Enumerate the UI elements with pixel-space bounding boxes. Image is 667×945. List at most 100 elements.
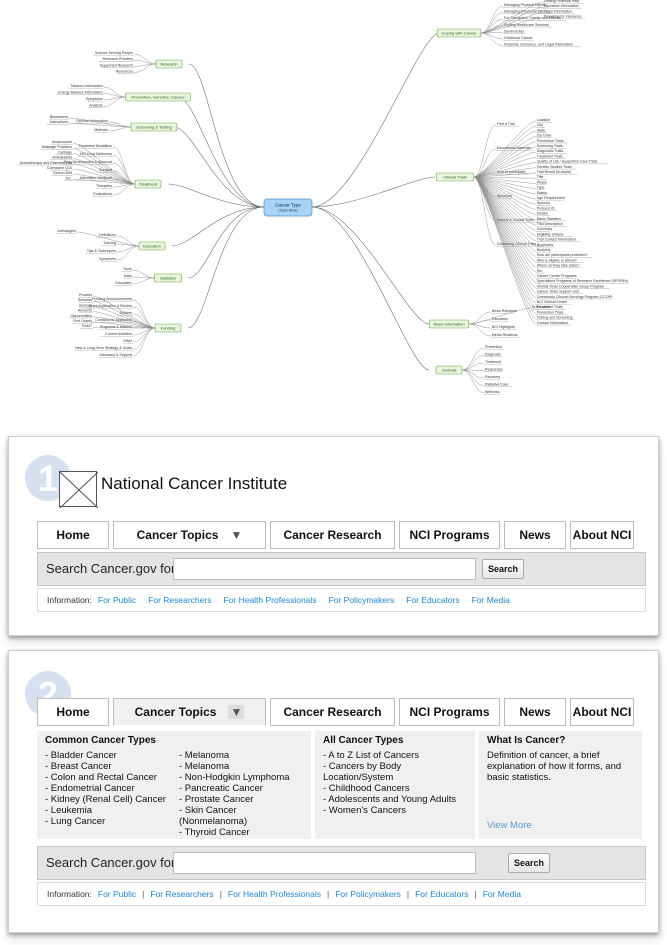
cancer-link-leukemia[interactable]: - Leukemia bbox=[45, 805, 92, 816]
svg-text:Tobacco Information: Tobacco Information bbox=[70, 84, 102, 88]
node-research: Research bbox=[155, 59, 183, 69]
svg-text:Science Serving People: Science Serving People bbox=[95, 51, 133, 55]
svg-text:Aromatherapy and Essential Oil: Aromatherapy and Essential Oils bbox=[20, 161, 73, 165]
link-for-policymakers[interactable]: For Policymakers bbox=[335, 889, 401, 899]
svg-text:Getting Financial Help: Getting Financial Help bbox=[544, 0, 579, 3]
svg-text:Find a Trial: Find a Trial bbox=[497, 122, 515, 126]
link-for-public[interactable]: For Public bbox=[97, 889, 137, 899]
cancer-link-melanoma-2[interactable]: - Melanoma bbox=[179, 761, 230, 772]
info-label: Information: bbox=[47, 889, 92, 899]
common-cancer-list-2: - Melanoma - Melanoma - Non-Hodgkin Lymp… bbox=[179, 750, 303, 838]
link-for-media[interactable]: For Media bbox=[471, 595, 510, 605]
edge-treatment bbox=[167, 183, 265, 208]
svg-text:Tools?: Tools? bbox=[82, 324, 92, 328]
link-for-policymakers[interactable]: For Policymakers bbox=[328, 595, 395, 605]
svg-text:Sponsors: Sponsors bbox=[497, 194, 512, 198]
svg-text:Basic Statistics: Basic Statistics bbox=[537, 217, 561, 221]
logo-placeholder bbox=[59, 471, 99, 509]
svg-text:Community Clinical Oncology Pr: Community Clinical Oncology Program (CCO… bbox=[537, 295, 613, 299]
nav-home[interactable]: Home bbox=[37, 521, 109, 549]
nav-nci-programs-label: NCI Programs bbox=[409, 528, 490, 542]
view-more-link[interactable]: View More bbox=[487, 820, 532, 831]
nav-home-label: Home bbox=[56, 528, 90, 542]
link-for-media[interactable]: For Media bbox=[482, 889, 521, 899]
svg-text:Childhood Cancer: Childhood Cancer bbox=[504, 36, 534, 40]
nav-cancer-research[interactable]: Cancer Research bbox=[270, 698, 395, 726]
search-input[interactable] bbox=[173, 852, 476, 874]
leaf-education-3: Symptoms bbox=[99, 245, 140, 262]
link-for-educators[interactable]: For Educators bbox=[406, 595, 460, 605]
separator: | bbox=[219, 889, 222, 899]
cancer-link-thyroid[interactable]: - Thyroid Cancer bbox=[179, 827, 250, 838]
link-womens-cancers[interactable]: - Women's Cancers bbox=[323, 805, 406, 816]
svg-text:Data: Data bbox=[124, 274, 132, 278]
svg-text:Biomarkers: Biomarkers bbox=[50, 115, 68, 119]
cancer-link-pancreatic[interactable]: - Pancreatic Cancer bbox=[179, 783, 263, 794]
svg-text:Training: Training bbox=[103, 241, 116, 245]
nav-news[interactable]: News bbox=[504, 521, 566, 549]
svg-text:Prevention: Prevention bbox=[485, 345, 502, 349]
svg-text:Gerson Diet: Gerson Diet bbox=[53, 171, 72, 175]
search-bar: Search Cancer.gov for: Search bbox=[37, 846, 646, 880]
nav-cancer-topics[interactable]: Cancer Topics▼ bbox=[113, 698, 266, 726]
what-is-cancer-column: What Is Cancer? Definition of cancer, a … bbox=[479, 731, 642, 839]
search-button[interactable]: Search bbox=[482, 559, 524, 579]
leaf-journals-3: Responses bbox=[461, 368, 503, 372]
cancer-link-bladder[interactable]: - Bladder Cancer bbox=[45, 750, 117, 761]
svg-text:Contacting Clinical Trials: Contacting Clinical Trials bbox=[497, 242, 537, 246]
svg-text:Preparing for Insurance: Preparing for Insurance bbox=[544, 15, 582, 19]
svg-text:Etc.: Etc. bbox=[66, 176, 72, 180]
center-node-subtitle: (Topic Area) bbox=[278, 209, 297, 213]
search-button[interactable]: Search bbox=[508, 853, 550, 873]
nav-cancer-research-label: Cancer Research bbox=[283, 705, 382, 719]
cancer-link-breast[interactable]: - Breast Cancer bbox=[45, 761, 112, 772]
nav-about-nci[interactable]: About NCI bbox=[570, 698, 634, 726]
link-for-public[interactable]: For Public bbox=[97, 595, 137, 605]
svg-text:Eligibility Criteria: Eligibility Criteria bbox=[537, 232, 564, 236]
svg-text:Grant Application & Review: Grant Application & Review bbox=[88, 304, 132, 308]
leaf-journals-6: Wellness bbox=[461, 369, 500, 395]
svg-text:Cancer Centre Programs: Cancer Centre Programs bbox=[537, 274, 577, 278]
cancer-link-endometrial[interactable]: - Endometrial Cancer bbox=[45, 783, 135, 794]
link-by-body-location[interactable]: - Cancers by Body Location/System bbox=[323, 761, 402, 783]
link-for-health-professionals[interactable]: For Health Professionals bbox=[227, 889, 321, 899]
nav-about-nci[interactable]: About NCI bbox=[570, 521, 634, 549]
nav-nci-programs[interactable]: NCI Programs bbox=[399, 521, 500, 549]
link-for-researchers[interactable]: For Researchers bbox=[150, 889, 214, 899]
edge-journals bbox=[311, 206, 430, 371]
link-childhood-cancers[interactable]: - Childhood Cancers bbox=[323, 783, 410, 794]
nav-cancer-research[interactable]: Cancer Research bbox=[270, 521, 395, 549]
cancer-link-skin[interactable]: - Skin Cancer (Nonmelanoma) bbox=[179, 805, 248, 827]
svg-text:Media Relations: Media Relations bbox=[492, 333, 518, 337]
link-adolescents-young-adults[interactable]: - Adolescents and Young Adults bbox=[323, 794, 457, 805]
cancer-link-non-hodgkin[interactable]: - Non-Hodgkin Lymphoma bbox=[179, 772, 290, 783]
cancer-link-lung[interactable]: - Lung Cancer bbox=[45, 816, 106, 827]
cancer-link-prostate[interactable]: - Prostate Cancer bbox=[179, 794, 254, 805]
link-a-to-z[interactable]: - A to Z List of Cancers bbox=[323, 750, 420, 761]
svg-text:Treatment Trials: Treatment Trials bbox=[537, 154, 563, 158]
wireframe-panel-2: 2 Home Cancer Topics▼ Cancer Research NC… bbox=[8, 650, 659, 933]
cancer-link-melanoma[interactable]: - Melanoma bbox=[179, 750, 230, 761]
nav-news[interactable]: News bbox=[504, 698, 566, 726]
search-input[interactable] bbox=[173, 558, 476, 580]
nav-nci-programs[interactable]: NCI Programs bbox=[399, 698, 500, 726]
svg-text:Analysis: Analysis bbox=[89, 104, 103, 108]
svg-text:Wellness: Wellness bbox=[485, 390, 500, 394]
link-for-health-professionals[interactable]: For Health Professionals bbox=[223, 595, 317, 605]
svg-text:Phase: Phase bbox=[537, 180, 547, 184]
nav-news-label: News bbox=[519, 528, 551, 542]
all-cancer-types-column: All Cancer Types - A to Z List of Cancer… bbox=[315, 731, 475, 839]
all-cancer-types-list: - A to Z List of Cancers - Cancers by Bo… bbox=[323, 750, 467, 816]
svg-text:Prevention Trials: Prevention Trials bbox=[537, 310, 564, 314]
cancer-link-colon-rectal[interactable]: - Colon and Rectal Cancer bbox=[45, 772, 157, 783]
node-education-label: Education bbox=[143, 243, 161, 248]
svg-text:News Releases: News Releases bbox=[492, 309, 517, 313]
cancer-link-kidney[interactable]: - Kidney (Renal Cell) Cancer bbox=[45, 794, 166, 805]
svg-text:Trial Description: Trial Description bbox=[537, 222, 563, 226]
nav-home[interactable]: Home bbox=[37, 698, 109, 726]
what-is-cancer-heading: What Is Cancer? bbox=[487, 735, 566, 746]
nav-cancer-topics[interactable]: Cancer Topics▼ bbox=[113, 521, 266, 549]
link-for-researchers[interactable]: For Researchers bbox=[148, 595, 212, 605]
svg-text:Contacts for Applicants: Contacts for Applicants bbox=[95, 318, 132, 322]
link-for-educators[interactable]: For Educators bbox=[415, 889, 469, 899]
